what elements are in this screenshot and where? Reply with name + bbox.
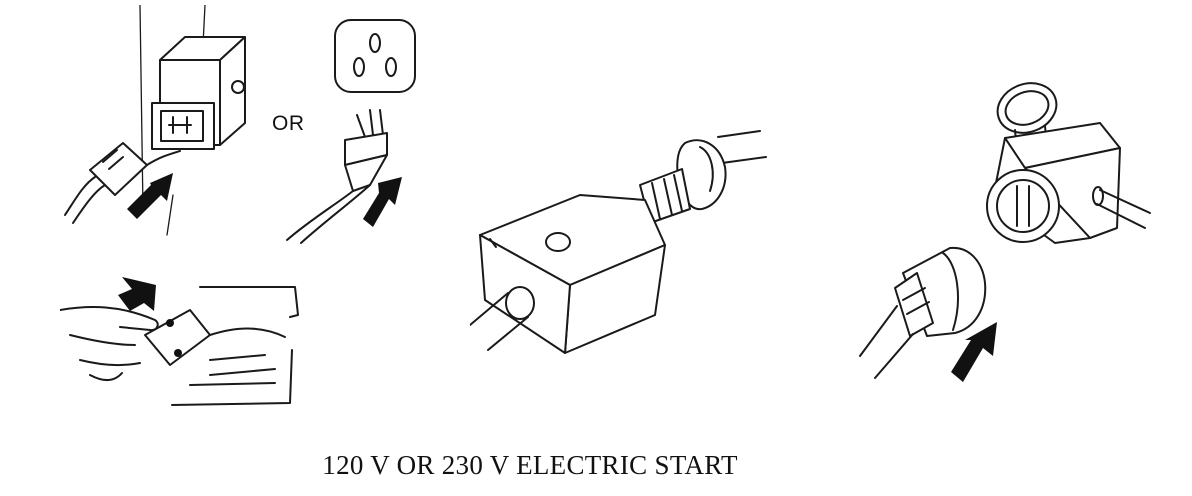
press-start-button-illustration	[60, 277, 299, 406]
push-arrow-icon	[118, 277, 156, 311]
push-arrow-icon	[127, 173, 173, 219]
iec-socket-illustration	[286, 19, 416, 244]
caption: 120 V OR 230 V ELECTRIC START	[322, 450, 738, 480]
push-arrow-icon	[951, 322, 997, 382]
receptacle-plug-in-illustration	[64, 5, 246, 236]
plug-adapter-illustration	[470, 130, 767, 354]
outlet-with-cover-illustration	[859, 82, 1151, 382]
iec-socket-icon	[334, 19, 416, 93]
or-label: OR	[272, 112, 305, 135]
push-arrow-icon	[363, 177, 402, 227]
